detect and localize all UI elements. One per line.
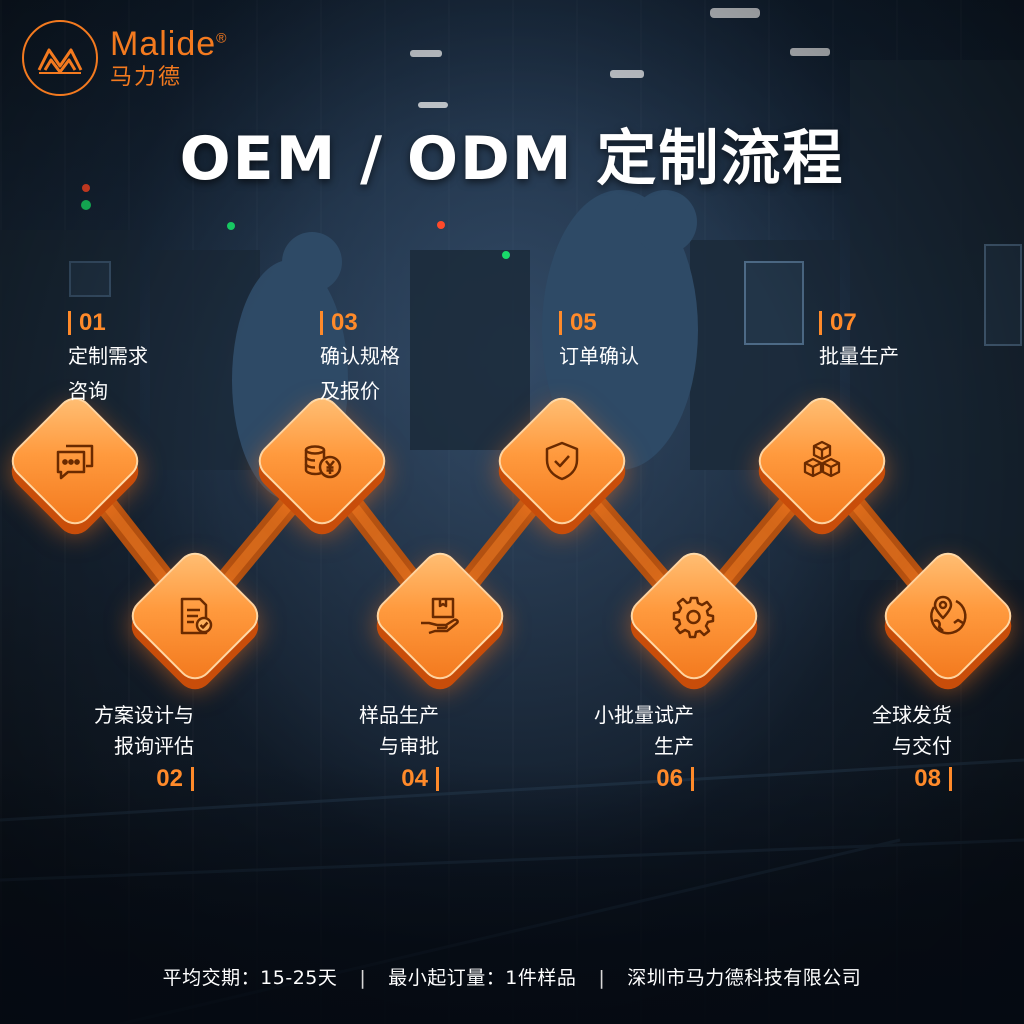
lead-time-text: 平均交期：15-25天 [162, 967, 338, 989]
hand-box-icon [410, 586, 470, 646]
step-06-node [623, 545, 765, 697]
step-07-node [751, 390, 893, 542]
step-02-label: 方案设计与 报询评估 02 [94, 703, 194, 792]
bottom-shade [0, 764, 1024, 1024]
globe-pin-icon [918, 586, 978, 646]
logo-mountain-icon [22, 20, 98, 96]
brand-name-en: Malide® [110, 25, 228, 63]
brand-name-cn: 马力德 [110, 65, 183, 90]
shield-check-icon [532, 431, 592, 491]
company-name: 深圳市马力德科技有限公司 [627, 967, 862, 989]
footer-info: 平均交期：15-25天 | 最小起订量：1件样品 | 深圳市马力德科技有限公司 [0, 963, 1024, 990]
step-marker [320, 311, 323, 335]
chat-icon [45, 431, 105, 491]
moq-text: 最小起订量：1件样品 [388, 967, 577, 989]
step-04-node [369, 545, 511, 697]
page-title: OEM / ODM 定制流程 [179, 124, 845, 194]
coins-yen-icon [292, 431, 352, 491]
step-marker [949, 767, 952, 791]
step-05-label: 05 订单确认 [559, 309, 639, 368]
footer-separator: | [598, 967, 606, 989]
step-marker [436, 767, 439, 791]
step-03-label: 03 确认规格 及报价 [320, 309, 400, 403]
cubes-icon [792, 431, 852, 491]
step-marker [559, 311, 562, 335]
step-06-label: 小批量试产 生产 06 [594, 703, 694, 792]
step-07-label: 07 批量生产 [819, 309, 899, 368]
step-marker [691, 767, 694, 791]
step-marker [68, 311, 71, 335]
step-08-label: 全球发货 与交付 08 [872, 703, 952, 792]
step-02-node [124, 545, 266, 697]
step-01-label: 01 定制需求 咨询 [68, 309, 148, 403]
step-marker [191, 767, 194, 791]
footer-separator: | [359, 967, 367, 989]
step-03-node [251, 390, 393, 542]
step-08-node [877, 545, 1019, 697]
step-04-label: 样品生产 与审批 04 [359, 703, 439, 792]
step-01-node [4, 390, 146, 542]
document-check-icon [165, 586, 225, 646]
brand-logo: Malide® 马力德 [22, 20, 228, 96]
step-05-node [491, 390, 633, 542]
step-marker [819, 311, 822, 335]
gear-icon [664, 586, 724, 646]
